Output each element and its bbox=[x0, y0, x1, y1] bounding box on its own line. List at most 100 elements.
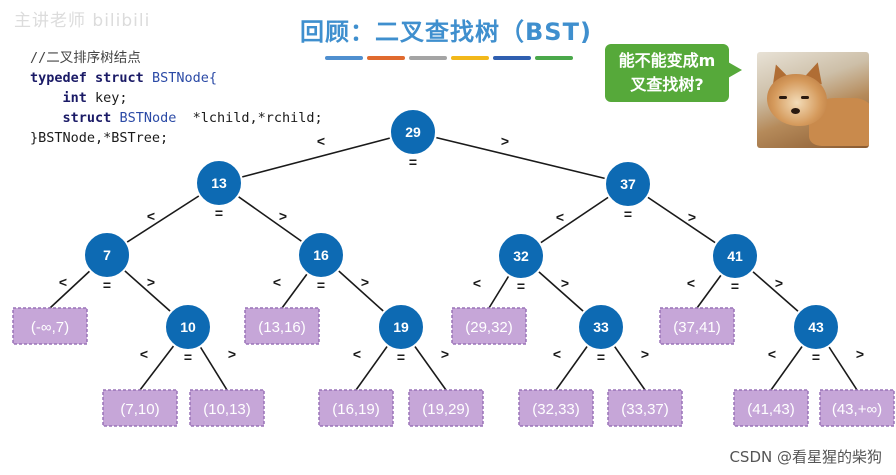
symbol-gt-n33: > bbox=[641, 346, 649, 362]
node-key-19: 19 bbox=[393, 319, 409, 335]
symbol-lt-n13: < bbox=[147, 208, 155, 224]
interval-box-i1 bbox=[12, 307, 88, 345]
symbol-gt-n37: > bbox=[688, 209, 696, 225]
node-circle-37 bbox=[604, 160, 652, 208]
interval-box-i5 bbox=[318, 389, 394, 427]
symbol-gt-n7: > bbox=[147, 274, 155, 290]
interval-label-i7: (29,32) bbox=[465, 319, 513, 336]
symbol-lt-n7: < bbox=[59, 274, 67, 290]
symbol-eq-n7: = bbox=[103, 277, 111, 293]
symbol-eq-n10: = bbox=[184, 349, 192, 365]
node-key-10: 10 bbox=[180, 319, 196, 335]
accent-bar-6 bbox=[535, 56, 573, 60]
interval-box-i6 bbox=[408, 389, 484, 427]
tree-edge-n29-n13 bbox=[218, 131, 414, 184]
node-circle-43 bbox=[792, 303, 840, 351]
symbol-lt-n10: < bbox=[140, 346, 148, 362]
interval-box-i4 bbox=[244, 307, 320, 345]
accent-bar-4 bbox=[451, 56, 489, 60]
code-comment: //二叉排序树结点 bbox=[30, 50, 141, 66]
node-circle-41 bbox=[711, 232, 759, 280]
accent-bar-2 bbox=[367, 56, 405, 60]
symbol-lt-n32: < bbox=[473, 275, 481, 291]
symbol-gt-n16: > bbox=[361, 274, 369, 290]
symbol-lt-n41: < bbox=[687, 275, 695, 291]
speech-bubble-tail bbox=[728, 62, 742, 78]
speech-bubble: 能不能变成m 叉查找树? bbox=[605, 44, 729, 102]
symbol-lt-n29: < bbox=[317, 133, 325, 149]
code-type: int bbox=[62, 90, 87, 106]
slide-title: 回顾：二叉查找树（BST) bbox=[300, 18, 592, 46]
symbol-eq-n41: = bbox=[731, 278, 739, 294]
node-circle-10 bbox=[164, 303, 212, 351]
interval-box-i3 bbox=[189, 389, 265, 427]
bubble-line-1: 能不能变成m bbox=[618, 51, 716, 70]
node-key-37: 37 bbox=[620, 176, 636, 192]
interval-box-i10 bbox=[659, 307, 735, 345]
symbol-eq-n13: = bbox=[215, 205, 223, 221]
symbol-eq-n16: = bbox=[317, 277, 325, 293]
node-circle-19 bbox=[377, 303, 425, 351]
symbol-lt-n33: < bbox=[553, 346, 561, 362]
node-key-29: 29 bbox=[405, 124, 421, 140]
tree-edge-n29-n37 bbox=[412, 131, 629, 185]
symbol-gt-n29: > bbox=[501, 133, 509, 149]
node-circle-29 bbox=[389, 108, 437, 156]
dog-eye-left bbox=[779, 96, 787, 99]
symbol-gt-n19: > bbox=[441, 346, 449, 362]
symbol-lt-n43: < bbox=[768, 346, 776, 362]
interval-label-i8: (32,33) bbox=[532, 401, 580, 418]
watermark-logo: 主讲老师 bilibili bbox=[14, 11, 151, 31]
node-key-41: 41 bbox=[727, 248, 743, 264]
symbol-lt-n16: < bbox=[273, 274, 281, 290]
code-block: //二叉排序树结点 typedef struct BSTNode{ int ke… bbox=[30, 48, 323, 148]
interval-label-i3: (10,13) bbox=[203, 401, 251, 418]
interval-label-i11: (41,43) bbox=[747, 401, 795, 418]
node-key-16: 16 bbox=[313, 247, 329, 263]
symbol-gt-n41: > bbox=[775, 275, 783, 291]
accent-bar-5 bbox=[493, 56, 531, 60]
interval-label-i2: (7,10) bbox=[120, 401, 159, 418]
interval-label-i6: (19,29) bbox=[422, 401, 470, 418]
symbol-gt-n32: > bbox=[561, 275, 569, 291]
node-key-43: 43 bbox=[808, 319, 824, 335]
accent-bar-3 bbox=[409, 56, 447, 60]
symbol-eq-n37: = bbox=[624, 206, 632, 222]
dog-head bbox=[767, 74, 827, 126]
node-circle-33 bbox=[577, 303, 625, 351]
accent-bar-1 bbox=[325, 56, 363, 60]
symbol-gt-n43: > bbox=[856, 346, 864, 362]
code-struct-name: BSTNode{ bbox=[151, 70, 217, 86]
bubble-line-2: 叉查找树? bbox=[630, 75, 704, 94]
dog-nose bbox=[791, 108, 800, 114]
footer-credit: CSDN @看星猩的柴狗 bbox=[729, 448, 882, 466]
interval-label-i5: (16,19) bbox=[332, 401, 380, 418]
interval-box-i2 bbox=[102, 389, 178, 427]
symbol-eq-n32: = bbox=[517, 278, 525, 294]
symbol-gt-n13: > bbox=[279, 208, 287, 224]
symbol-eq-n43: = bbox=[812, 349, 820, 365]
code-typedef-names: }BSTNode,*BSTree; bbox=[30, 130, 169, 146]
interval-label-i10: (37,41) bbox=[673, 319, 721, 336]
symbol-lt-n19: < bbox=[353, 346, 361, 362]
shiba-dog-image bbox=[757, 52, 869, 148]
interval-label-i12: (43,+∞) bbox=[832, 401, 882, 418]
symbol-lt-n37: < bbox=[556, 209, 564, 225]
interval-box-i9 bbox=[607, 389, 683, 427]
node-key-13: 13 bbox=[211, 175, 227, 191]
intervals-layer: (-∞,7) (7,10) (10,13) (13,16) (16,19) (19,29)… bbox=[12, 307, 895, 427]
code-field: key; bbox=[95, 90, 128, 106]
interval-label-i4: (13,16) bbox=[258, 319, 306, 336]
node-circle-7 bbox=[83, 231, 131, 279]
node-key-32: 32 bbox=[513, 248, 529, 264]
symbol-eq-n33: = bbox=[597, 349, 605, 365]
node-circle-16 bbox=[297, 231, 345, 279]
interval-box-i11 bbox=[733, 389, 809, 427]
code-pointers: *lchild,*rchild; bbox=[192, 110, 323, 126]
interval-label-i1: (-∞,7) bbox=[31, 319, 69, 336]
symbol-eq-n19: = bbox=[397, 349, 405, 365]
interval-box-i12 bbox=[819, 389, 895, 427]
interval-box-i7 bbox=[451, 307, 527, 345]
